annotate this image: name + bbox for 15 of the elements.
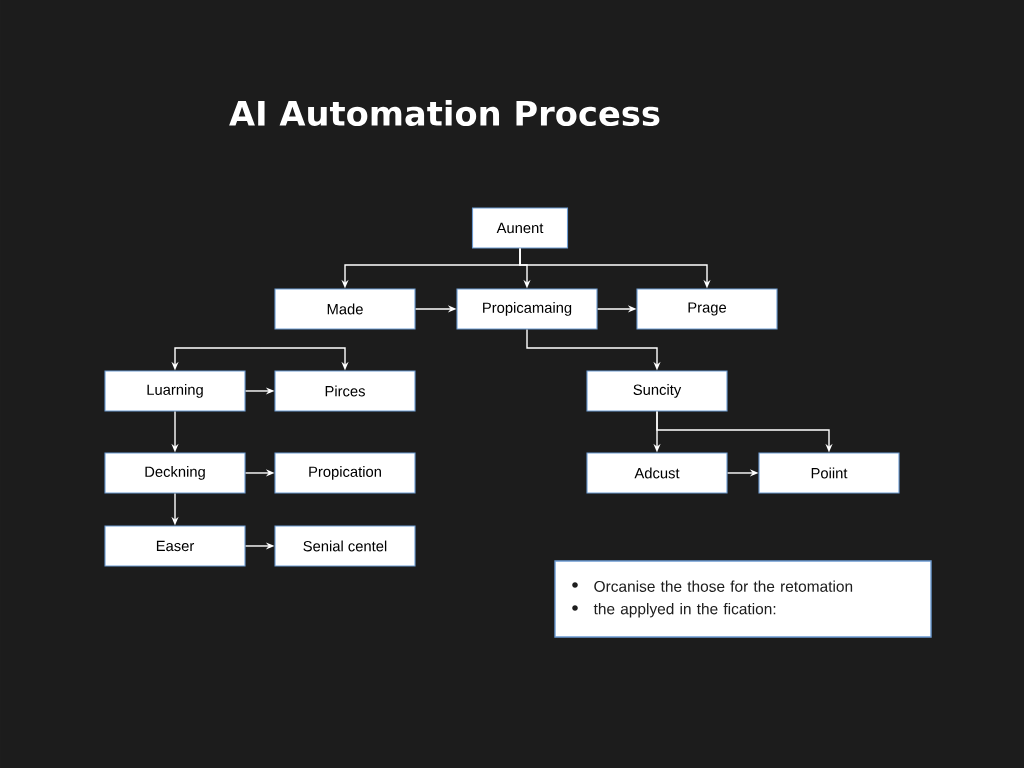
process-box: Aunent [471, 207, 569, 249]
process-box: Prage [636, 288, 778, 330]
process-box: Deckning [104, 452, 246, 494]
process-box: Propication [274, 452, 416, 494]
process-box: Adcust [586, 452, 728, 494]
process-box: Suncity [586, 370, 728, 412]
process-box: Easer [104, 525, 246, 567]
process-box: Senial centel [274, 525, 416, 567]
process-box: Made [274, 288, 416, 330]
process-box: Propicamaing [456, 288, 598, 330]
title: AI Automation Process [229, 99, 660, 127]
note-box: Orcanise the those for the retomation the applyed in the fication: [554, 560, 932, 638]
process-box: Poiint [758, 452, 900, 494]
process-box: Pirces [274, 370, 416, 412]
process-box: Luarning [104, 370, 246, 412]
